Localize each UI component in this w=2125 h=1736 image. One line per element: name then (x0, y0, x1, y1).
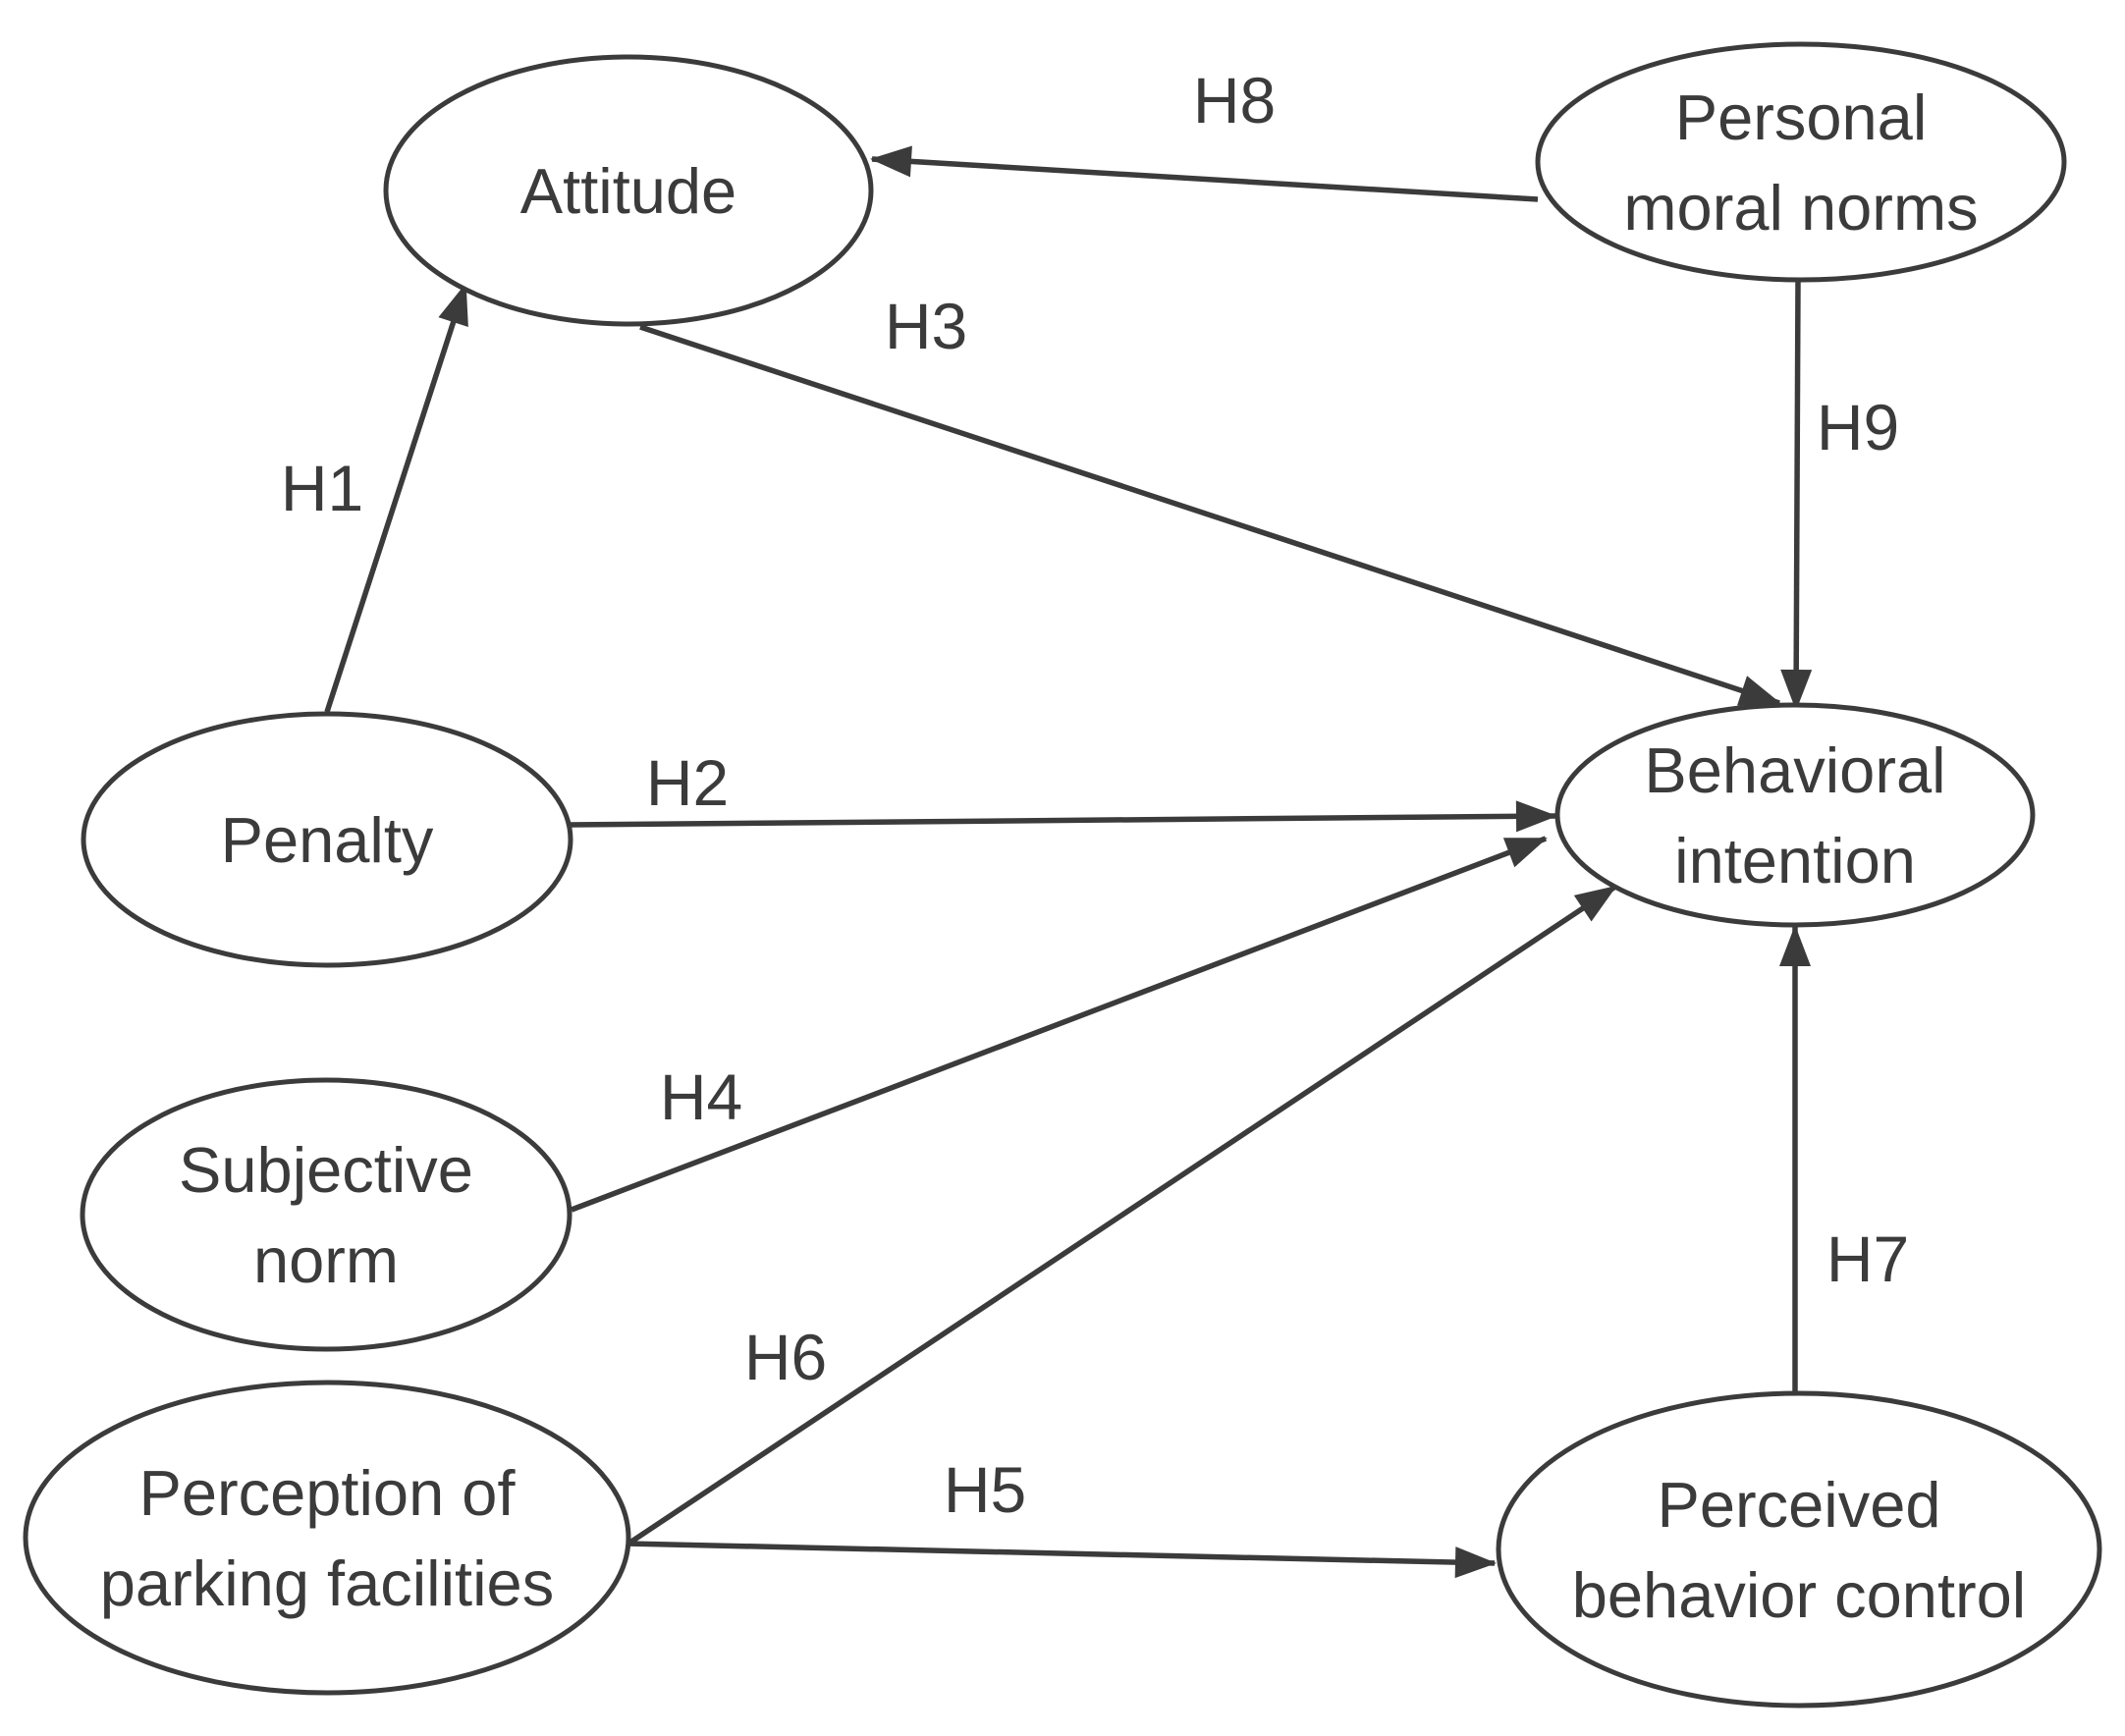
node-perception-of-parking-facilities-label-line-1: parking facilities (100, 1547, 554, 1619)
node-behavioral-intention-label: Behavioral intention (1644, 734, 1945, 896)
edge-h1-label: H1 (281, 452, 363, 524)
node-attitude-label: Attitude (520, 155, 736, 227)
edge-h3-arrow (639, 324, 1781, 706)
node-penalty-ellipse (81, 711, 573, 968)
edge-h2-arrow (567, 800, 1557, 833)
node-behavioral-intention-label-line-1: intention (1674, 825, 1916, 896)
edge-h8-label: H8 (1193, 64, 1276, 136)
node-attitude-label-line-0: Attitude (520, 155, 736, 227)
edge-h5-label: H5 (944, 1453, 1026, 1526)
node-personal-moral-norms: Personal moral norms (1535, 41, 2067, 283)
edge-h4-label: H4 (660, 1060, 742, 1133)
node-behavioral-intention-label-line-0: Behavioral (1644, 734, 1945, 806)
node-perception-of-parking-facilities-ellipse (23, 1380, 631, 1696)
node-perceived-behavior-control-label-line-0: Perceived (1657, 1469, 1940, 1541)
edge-h7-label: H7 (1826, 1222, 1909, 1295)
edge-h9-arrow (1780, 280, 1813, 711)
node-perception-of-parking-facilities: Perception of parking facilities (23, 1380, 631, 1696)
node-subjective-norm-ellipse (80, 1077, 572, 1352)
edge-h8-arrow (870, 145, 1539, 202)
node-perceived-behavior-control-label: Perceived behavior control (1572, 1469, 2027, 1631)
node-personal-moral-norms-label-line-1: moral norms (1623, 172, 1978, 244)
node-perceived-behavior-control-label-line-1: behavior control (1572, 1559, 2027, 1631)
node-personal-moral-norms-ellipse (1535, 41, 2067, 283)
edge-h9-label: H9 (1817, 391, 1899, 463)
node-attitude-ellipse (383, 54, 874, 327)
edge-h5-arrow (626, 1541, 1497, 1579)
node-perceived-behavior-control-ellipse (1496, 1390, 2102, 1709)
node-attitude: Attitude (383, 54, 874, 327)
node-behavioral-intention-ellipse (1554, 702, 2036, 928)
node-perception-of-parking-facilities-label-line-0: Perception of (138, 1457, 516, 1529)
edge-h4-arrow (571, 836, 1548, 1213)
node-subjective-norm: Subjective norm (80, 1077, 572, 1352)
node-subjective-norm-label: Subjective norm (179, 1134, 473, 1296)
edge-h3-label: H3 (885, 290, 967, 362)
edge-h6-arrow (627, 884, 1617, 1546)
edge-h6-label: H6 (744, 1321, 827, 1393)
node-penalty-label-line-0: Penalty (221, 804, 434, 876)
node-penalty: Penalty (81, 711, 573, 968)
node-behavioral-intention: Behavioral intention (1554, 702, 2036, 928)
node-subjective-norm-label-line-1: norm (253, 1224, 399, 1296)
node-subjective-norm-label-line-0: Subjective (179, 1134, 473, 1206)
node-personal-moral-norms-label: Personal moral norms (1623, 81, 1978, 244)
node-perception-of-parking-facilities-label: Perception of parking facilities (100, 1457, 554, 1619)
node-personal-moral-norms-label-line-0: Personal (1675, 81, 1928, 153)
edge-h2-label: H2 (646, 746, 729, 819)
edge-h1-arrow (324, 283, 468, 713)
node-perceived-behavior-control: Perceived behavior control (1496, 1390, 2102, 1709)
node-penalty-label: Penalty (221, 804, 434, 876)
